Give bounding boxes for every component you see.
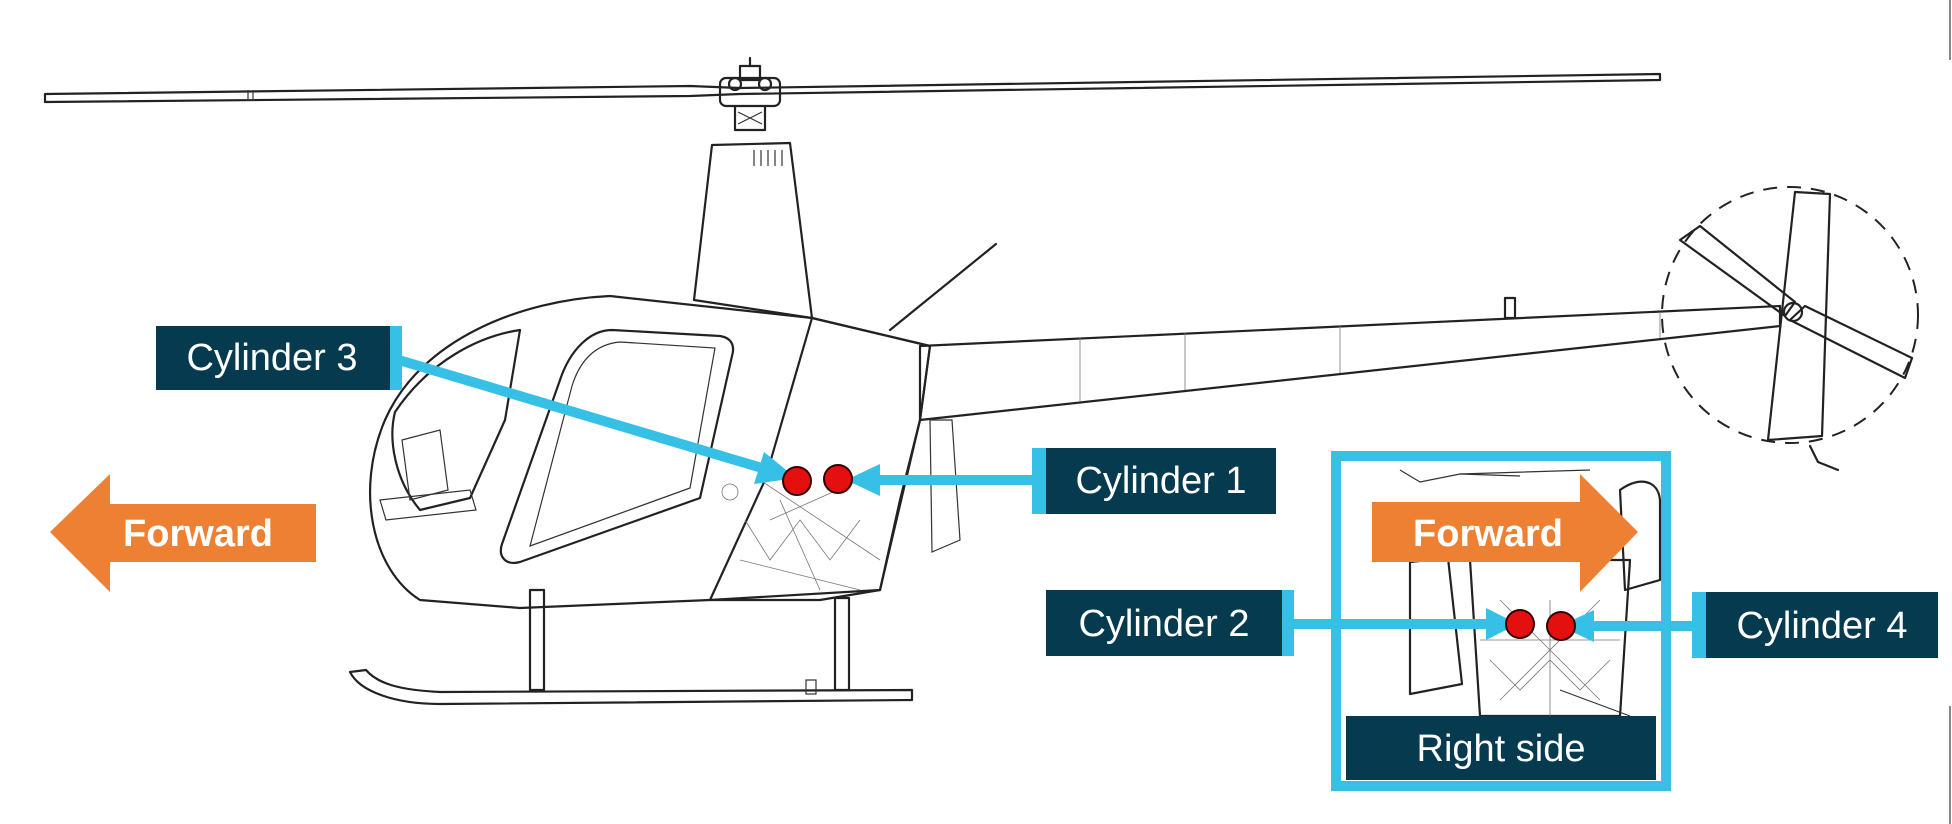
cylinder-2-marker — [1505, 609, 1535, 639]
cylinder-1-marker — [823, 464, 853, 494]
cylinder-1-label: Cylinder 1 — [1032, 448, 1276, 514]
callout-lines-main — [390, 353, 1036, 496]
landing-gear — [348, 588, 914, 706]
forward-arrow-left: Forward — [50, 474, 316, 592]
cylinder-4-marker — [1546, 611, 1576, 641]
cylinder-3-marker — [782, 466, 812, 496]
cylinder-4-label: Cylinder 4 — [1692, 592, 1938, 658]
forward-right-text: Forward — [1413, 513, 1563, 555]
fuselage — [368, 294, 932, 610]
antenna — [888, 242, 998, 332]
cylinder-3-label: Cylinder 3 — [156, 326, 402, 390]
cylinder-2-text: Cylinder 2 — [1078, 603, 1249, 645]
tail-fin — [1766, 190, 1832, 442]
right-side-caption: Right side — [1417, 728, 1586, 770]
cylinder-2-label: Cylinder 2 — [1046, 590, 1294, 656]
tail-rotor-disc — [1661, 186, 1919, 444]
forward-arrow-right: Forward — [1372, 474, 1638, 592]
cylinder-3-text: Cylinder 3 — [186, 337, 357, 379]
main-rotor — [43, 56, 1662, 132]
forward-left-text: Forward — [123, 513, 273, 555]
tail-boom — [918, 304, 1782, 422]
mast-fairing — [692, 141, 814, 320]
right-side-inset: Forward Right side — [1288, 451, 1700, 791]
cylinder-4-text: Cylinder 4 — [1736, 605, 1907, 647]
cylinder-1-text: Cylinder 1 — [1075, 460, 1246, 502]
